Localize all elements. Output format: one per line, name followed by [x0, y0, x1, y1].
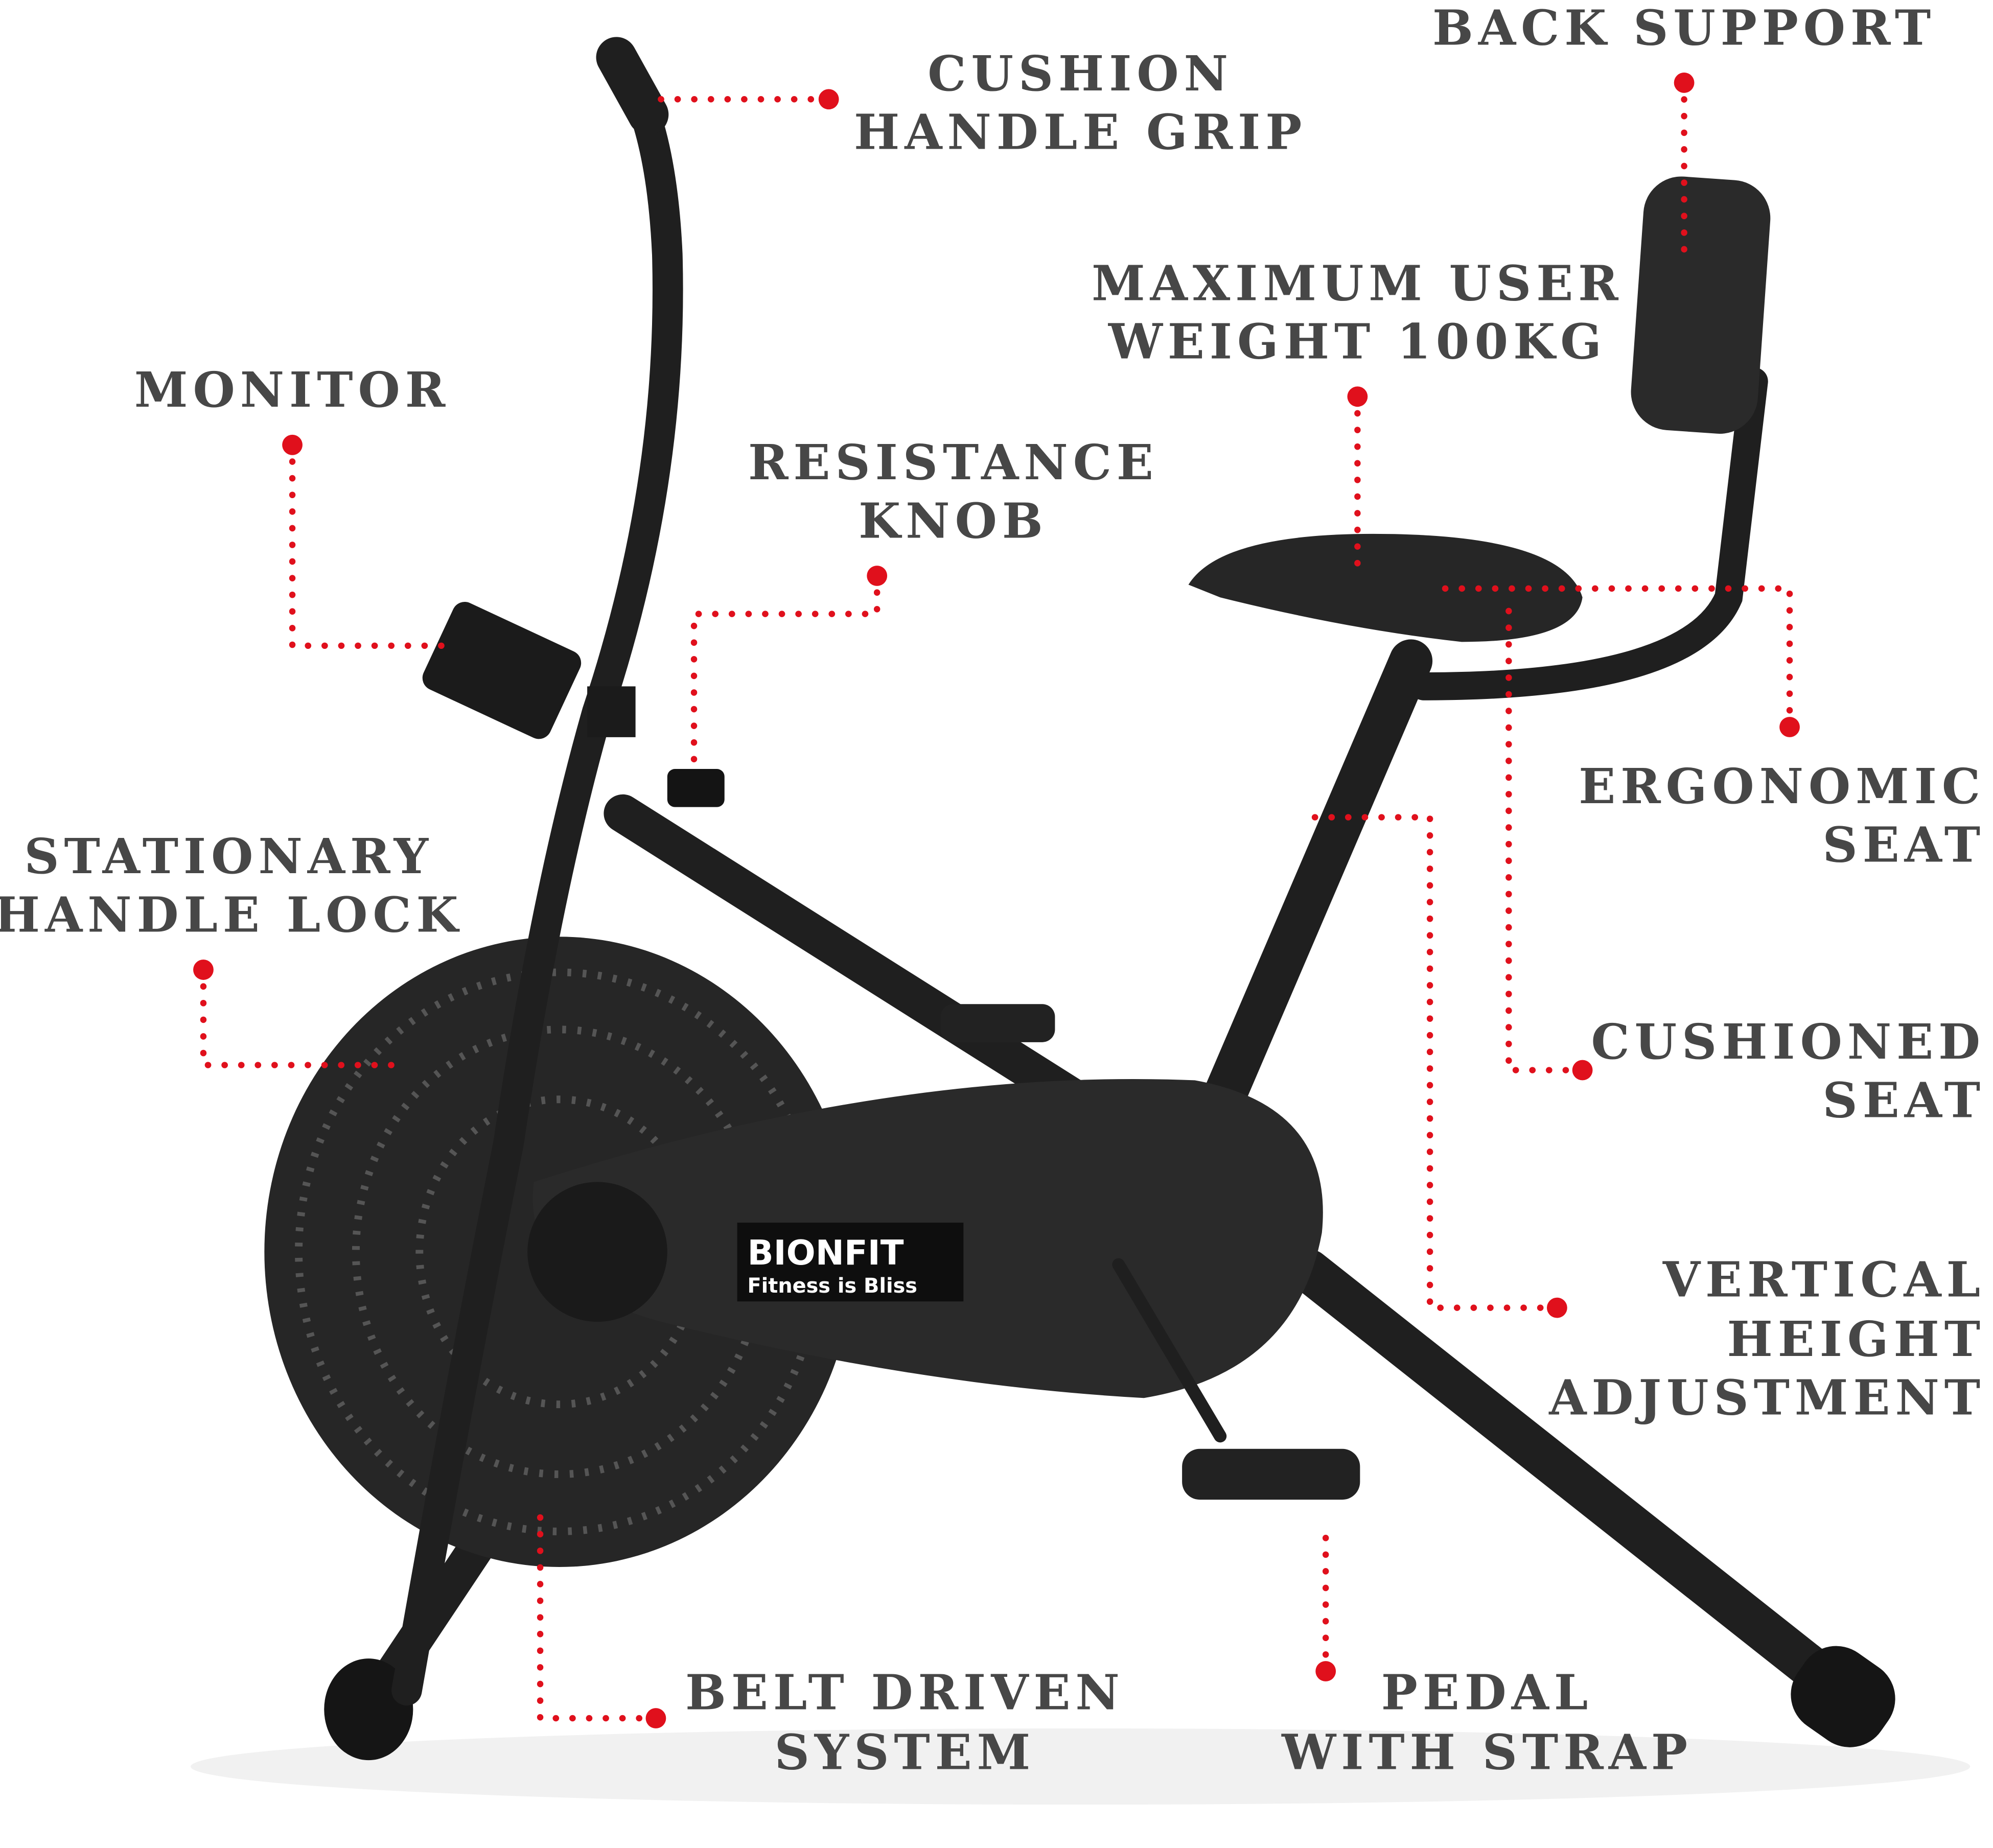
seat: [1188, 533, 1583, 642]
logo-tagline: Fitness is Bliss: [748, 1274, 917, 1298]
label-back-support: BACK SUPPORT: [1432, 0, 1936, 56]
handle-lock: [587, 686, 636, 737]
label-ergonomic-seat: SEAT: [1823, 817, 1986, 874]
backrest-support: [1409, 367, 1768, 700]
label-ergonomic-seat: ERGONOMIC: [1579, 758, 1985, 815]
label-stationary-handle-lock: STATIONARY: [24, 828, 433, 885]
label-pedal-with-strap: WITH STRAP: [1281, 1724, 1693, 1781]
label-stationary-handle-lock: HANDLE LOCK: [0, 886, 464, 943]
monitor-console: [422, 602, 582, 739]
rear-foot: [1791, 1646, 1895, 1747]
label-vertical-height-adjustment: VERTICAL: [1662, 1251, 1985, 1308]
label-belt-driven-system: BELT DRIVEN: [685, 1665, 1125, 1721]
pedal-rear: [940, 1004, 1055, 1042]
logo-brand: BIONFIT: [748, 1233, 904, 1273]
handle-grip: [596, 37, 669, 135]
resistance-knob: [667, 769, 725, 807]
rear-frame: [1287, 1249, 1878, 1725]
exercise-bike: BIONFIT Fitness is Bliss: [264, 37, 1895, 1761]
label-resistance-knob: RESISTANCE: [748, 434, 1158, 491]
backrest: [1631, 176, 1771, 434]
fan-hub: [527, 1182, 667, 1322]
label-cushion-handle-grip: CUSHION: [928, 45, 1233, 102]
brand-logo: [737, 1223, 964, 1302]
label-maximum-user-weight: MAXIMUM USER: [1092, 255, 1624, 312]
label-belt-driven-system: SYSTEM: [775, 1724, 1036, 1781]
crank-arm: [1112, 1258, 1227, 1443]
label-maximum-user-weight: WEIGHT 100KG: [1108, 314, 1607, 370]
label-cushion-handle-grip: HANDLE GRIP: [854, 104, 1307, 160]
label-cushioned-seat: CUSHIONED: [1591, 1014, 1985, 1070]
main-frame: [604, 794, 1125, 1138]
label-vertical-height-adjustment: ADJUSTMENT: [1548, 1370, 1985, 1426]
callouts: [193, 73, 1800, 1728]
label-monitor: MONITOR: [134, 362, 450, 418]
label-cushioned-seat: SEAT: [1823, 1072, 1986, 1129]
label-resistance-knob: KNOB: [859, 493, 1048, 549]
label-pedal-with-strap: PEDAL: [1381, 1665, 1593, 1721]
handle-tube: [391, 42, 683, 1706]
label-vertical-height-adjustment: HEIGHT: [1727, 1311, 1986, 1368]
front-foot: [324, 1658, 413, 1761]
pedal-front: [1182, 1448, 1360, 1500]
seat-post: [1198, 639, 1433, 1128]
floor-shadow: [191, 1728, 1971, 1805]
